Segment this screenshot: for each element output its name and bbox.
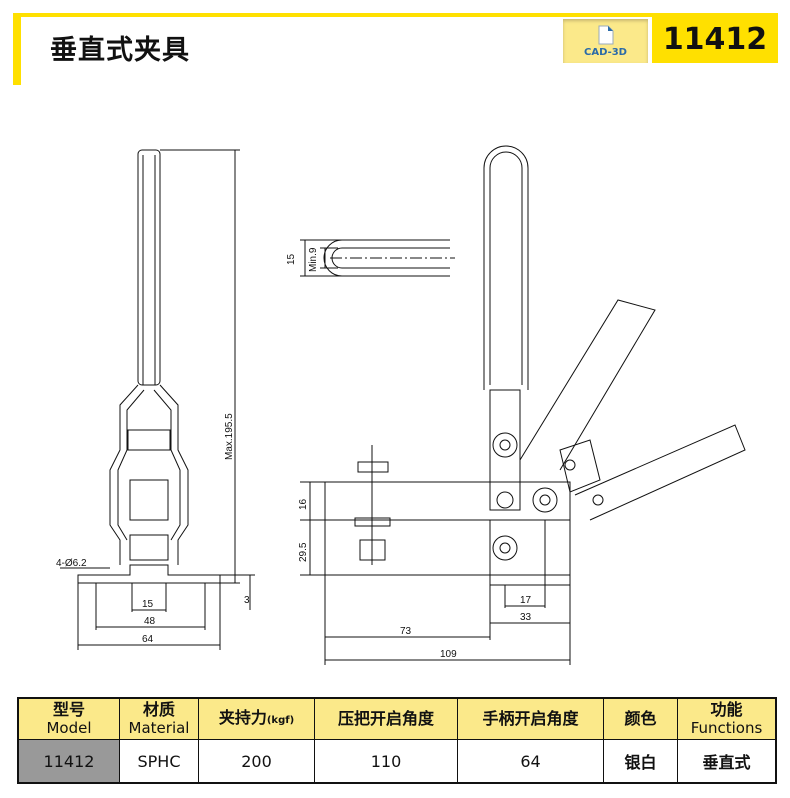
header-material-cn: 材质 (142, 700, 175, 719)
dim-17: 17 (520, 595, 532, 606)
header-material-en: Material (128, 719, 190, 737)
cell-force: 200 (198, 739, 315, 784)
dim-33: 33 (520, 612, 532, 623)
model-number: 11412 (652, 17, 778, 63)
header-press-angle: 压把开启角度 (314, 697, 458, 740)
top-accent-bar (13, 13, 778, 17)
dim-hole: 4-Ø6.2 (56, 558, 87, 569)
header-color: 颜色 (603, 697, 678, 740)
table-row: 11412 SPHC 200 110 64 银白 垂直式 (17, 739, 777, 784)
technical-drawing: 4-Ø6.2 15 48 64 Max.195.5 3 15 Min.9 16 … (56, 145, 746, 665)
document-icon (598, 25, 613, 45)
header-handle-angle: 手柄开启角度 (457, 697, 604, 740)
side-view (300, 145, 746, 665)
header-force: 夹持力 (218, 707, 267, 727)
cell-material: SPHC (119, 739, 199, 784)
handle-section-view (300, 239, 455, 277)
cad-3d-button[interactable]: CAD-3D (563, 19, 648, 63)
cad-3d-label: CAD-3D (584, 47, 627, 58)
dim-3: 3 (244, 595, 250, 606)
dim-73: 73 (400, 626, 412, 637)
cell-model: 11412 (17, 739, 120, 784)
header-model-cn: 型号 (52, 700, 85, 719)
dim-15-handle: 15 (286, 253, 297, 265)
header-function-cn: 功能 (710, 700, 743, 719)
dim-16: 16 (298, 498, 309, 510)
cell-handle-angle: 64 (457, 739, 604, 784)
cell-press-angle: 110 (314, 739, 458, 784)
dim-48: 48 (144, 616, 156, 627)
page-title: 垂直式夹具 (50, 35, 190, 66)
dim-min9: Min.9 (308, 247, 319, 272)
dim-max: Max.195.5 (224, 413, 235, 460)
cell-color: 银白 (603, 739, 678, 784)
dim-64: 64 (142, 634, 154, 645)
header-model-en: Model (46, 719, 92, 737)
dim-15: 15 (142, 599, 154, 610)
dim-109: 109 (440, 649, 457, 660)
header-function-en: Functions (690, 719, 763, 737)
left-accent-bar (13, 13, 21, 85)
header-force-unit: (kgf) (266, 714, 295, 726)
dim-29-5: 29.5 (298, 542, 309, 562)
front-view (60, 149, 255, 650)
cell-function: 垂直式 (677, 739, 777, 784)
